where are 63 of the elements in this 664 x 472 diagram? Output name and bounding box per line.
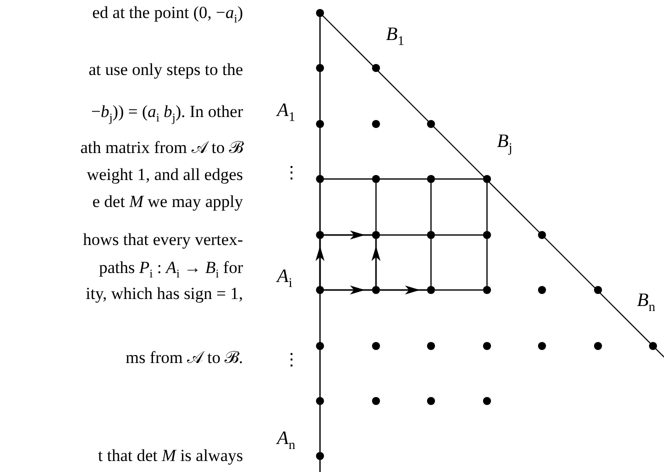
lattice-edge [435,234,483,236]
text-line: weight 1, and all edges [86,165,243,185]
lattice-point [316,175,324,183]
lattice-point [594,286,602,294]
lattice-point [427,120,435,128]
lattice-point [483,286,491,294]
lattice-point [483,397,491,405]
lattice-point [372,175,380,183]
lattice-point [427,397,435,405]
lattice-point [538,286,546,294]
lattice-point [316,342,324,350]
lattice-edge [324,178,372,180]
lattice-point [316,9,324,17]
vertical-ellipsis: ⋮ [283,350,300,370]
path-arrow [316,239,324,286]
lattice-point [372,342,380,350]
lattice-point [594,342,602,350]
lattice-point [316,231,324,239]
text-line: −b$_{j}$)) = (a$_{i}$ b$_{j}$). In other [91,102,243,122]
lattice-point [316,64,324,72]
lattice-point [372,286,380,294]
point-label: B$_{1}$ [386,24,404,46]
text-line: ms from 𝒜 to ℬ. [126,348,243,368]
point-label: A$_{i}$ [277,266,292,288]
text-line: t that det M is always [98,446,243,466]
lattice-point [316,397,324,405]
lattice-edge [380,178,427,180]
lattice-edge [486,183,488,231]
lattice-point [483,231,491,239]
lattice-point [372,120,380,128]
lattice-point [538,342,546,350]
lattice-edge [319,183,321,231]
text-line: at use only steps to the [88,60,243,80]
lattice-edge [435,178,483,180]
text-line: ath matrix from 𝒜 to ℬ [80,138,243,158]
text-line: paths P$_{i}$ : A$_{i}$ → B$_{i}$ for [98,258,243,278]
lattice-point [372,231,380,239]
lattice-edge [430,183,432,231]
path-arrow [324,286,372,294]
lattice-edge [486,239,488,286]
point-label: B$_{n}$ [637,290,656,312]
path-arrow [380,286,427,294]
lattice-point [427,286,435,294]
lattice-point [372,397,380,405]
point-label: A$_{1}$ [277,100,296,122]
lattice-edge [430,239,432,286]
lattice-point [427,342,435,350]
lattice-point [483,342,491,350]
text-line: ity, which has sign = 1, [86,284,243,304]
lattice-edge [435,289,483,291]
text-line: ed at the point (0, −a$_{i}$) [92,3,243,23]
vertical-ellipsis: ⋮ [283,163,300,183]
text-line: e det M we may apply [92,192,243,212]
lattice-point [427,175,435,183]
lattice-point [427,231,435,239]
path-arrow [324,230,372,240]
path-arrow [372,239,380,286]
text-line: hows that every vertex- [82,230,243,250]
point-label: B$_{j}$ [497,131,512,153]
point-label: A$_{n}$ [277,428,296,450]
lattice-point [538,231,546,239]
lattice-edge [380,234,427,236]
lattice-edge [375,183,377,231]
